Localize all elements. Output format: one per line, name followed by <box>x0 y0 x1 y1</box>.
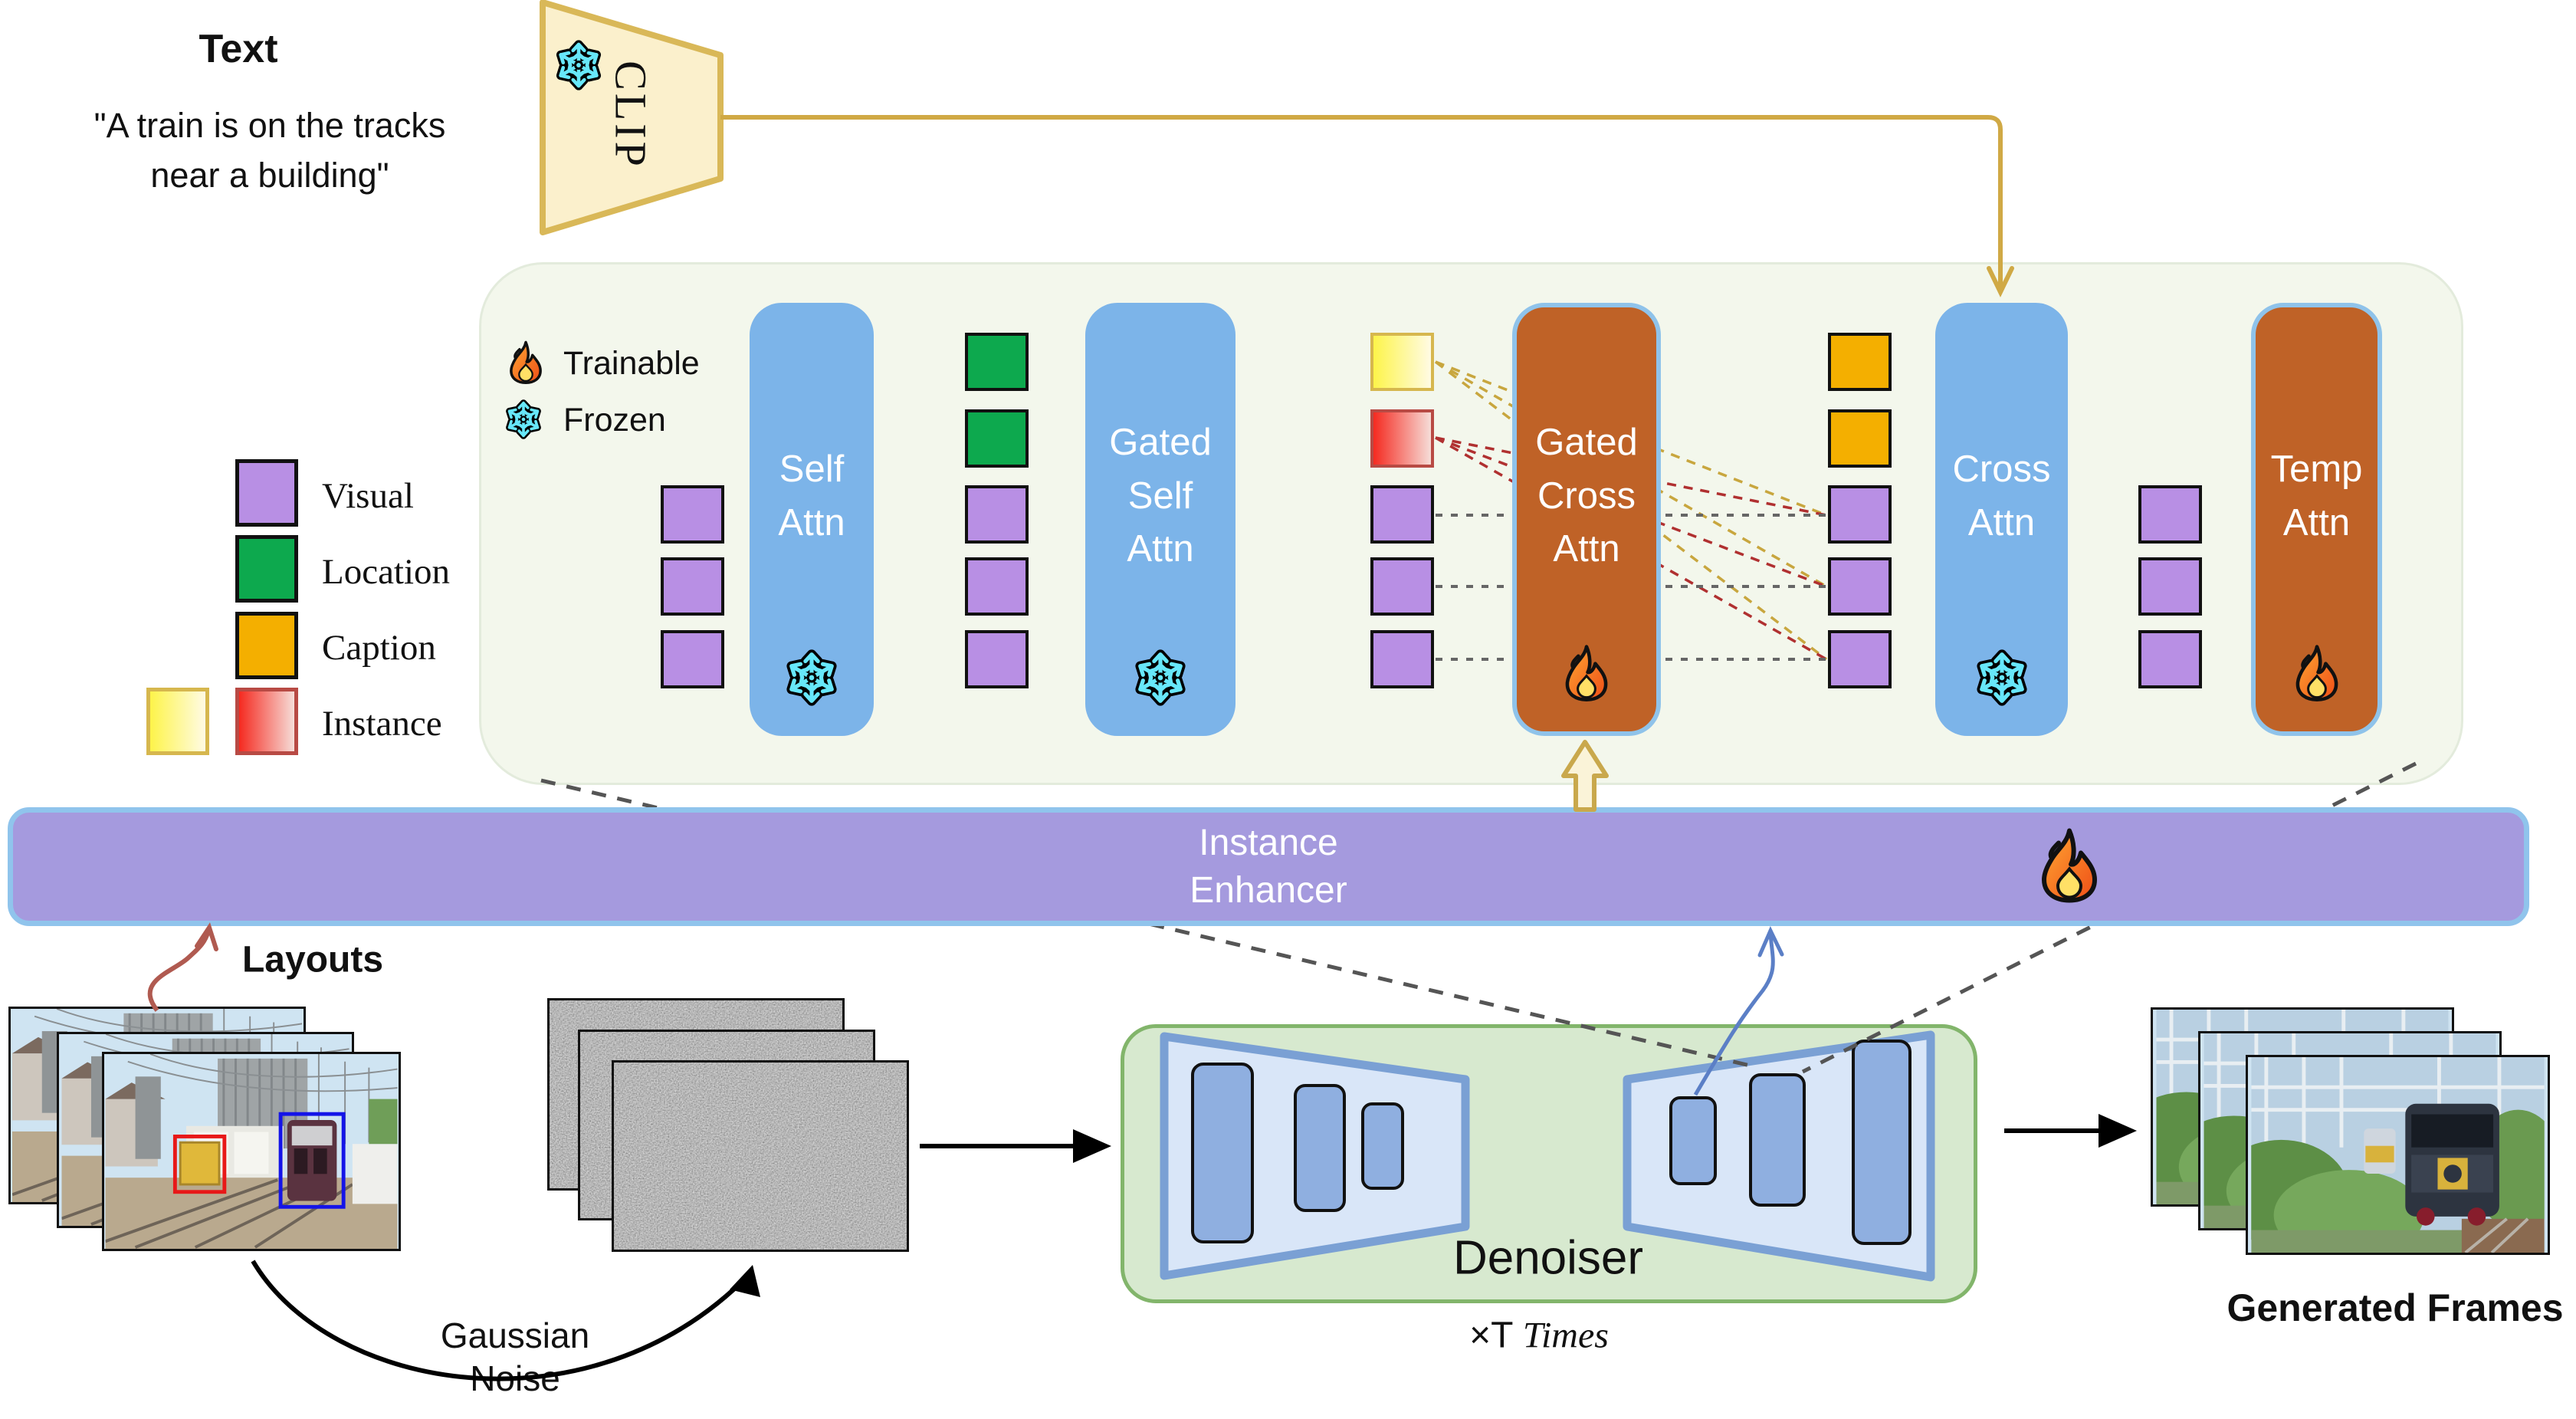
generated-frames-label: Generated Frames <box>2227 1286 2564 1329</box>
legend-caption-label: Caption <box>322 628 436 668</box>
snowflake-icon <box>1974 649 2030 710</box>
temp-attn-label: Temp Attn <box>2270 448 2363 544</box>
instance-token-yellow <box>1370 333 1434 391</box>
visual-token <box>1370 557 1434 616</box>
clip-label: CLIP <box>605 61 656 169</box>
legend-visual-label: Visual <box>322 476 414 516</box>
visual-token <box>965 485 1029 544</box>
visual-token <box>1828 557 1892 616</box>
visual-token <box>965 630 1029 688</box>
iterations-label: ×T Times <box>1469 1315 1609 1357</box>
snowflake-icon <box>783 649 840 710</box>
gated-self-attn-label: Gated Self Attn <box>1109 422 1212 570</box>
self-attn-label: Self Attn <box>778 448 845 544</box>
cross-attn-block: Cross Attn <box>1935 303 2068 736</box>
legend-instance-red-swatch <box>235 688 298 755</box>
visual-token <box>1370 485 1434 544</box>
legend-location-label: Location <box>322 552 451 592</box>
visual-token <box>661 557 724 616</box>
legend-trainable-label: Trainable <box>563 345 700 382</box>
legend-instance-label: Instance <box>322 704 442 744</box>
fire-icon <box>2031 824 2108 908</box>
legend-caption-swatch <box>235 612 298 679</box>
instance-enhancer-label: Instance Enhancer <box>1190 823 1347 911</box>
legend-location-swatch <box>235 535 298 603</box>
visual-token <box>661 485 724 544</box>
gated-self-attn-block: Gated Self Attn <box>1085 303 1235 736</box>
visual-token <box>1828 630 1892 688</box>
gated-cross-attn-label: Gated Cross Attn <box>1535 422 1638 570</box>
snowflake-icon <box>504 399 543 443</box>
visual-token <box>2138 630 2202 688</box>
caption-token <box>1828 333 1892 391</box>
snowflake-icon <box>1132 649 1189 710</box>
visual-token <box>2138 485 2202 544</box>
visual-token <box>661 630 724 688</box>
location-token <box>965 409 1029 468</box>
visual-token <box>1370 630 1434 688</box>
visual-token <box>1828 485 1892 544</box>
noise-frame <box>612 1060 909 1252</box>
gaussian-noise-label: Gaussian Noise <box>440 1315 590 1398</box>
iterations-word: Times <box>1522 1315 1609 1356</box>
instance-enhancer-bar: Instance Enhancer <box>8 807 2529 926</box>
clip-frozen-snowflake-icon <box>553 40 604 94</box>
instance-token-red <box>1370 409 1434 468</box>
legend-instance-yellow-swatch <box>146 688 209 755</box>
fire-icon <box>2288 643 2346 705</box>
self-attn-block: Self Attn <box>750 303 874 736</box>
visual-token <box>965 557 1029 616</box>
caption-token <box>1828 409 1892 468</box>
layouts-label: Layouts <box>241 939 384 980</box>
fire-icon <box>1557 643 1616 705</box>
cross-attn-label: Cross Attn <box>1952 448 2051 544</box>
visual-token <box>2138 557 2202 616</box>
legend-visual-swatch <box>235 459 298 527</box>
legend-frozen-label: Frozen <box>563 402 666 439</box>
gated-cross-attn-block: Gated Cross Attn <box>1512 303 1661 736</box>
generated-frame <box>2246 1055 2550 1255</box>
location-token <box>965 333 1029 391</box>
text-prompt: "A train is on the tracks near a buildin… <box>94 105 446 195</box>
text-input-title: Text <box>199 27 278 71</box>
denoiser-label: Denoiser <box>1452 1231 1644 1285</box>
fire-icon <box>504 340 548 388</box>
temp-attn-block: Temp Attn <box>2251 303 2382 736</box>
iterations-prefix: ×T <box>1469 1315 1513 1356</box>
layout-frame <box>102 1052 401 1251</box>
